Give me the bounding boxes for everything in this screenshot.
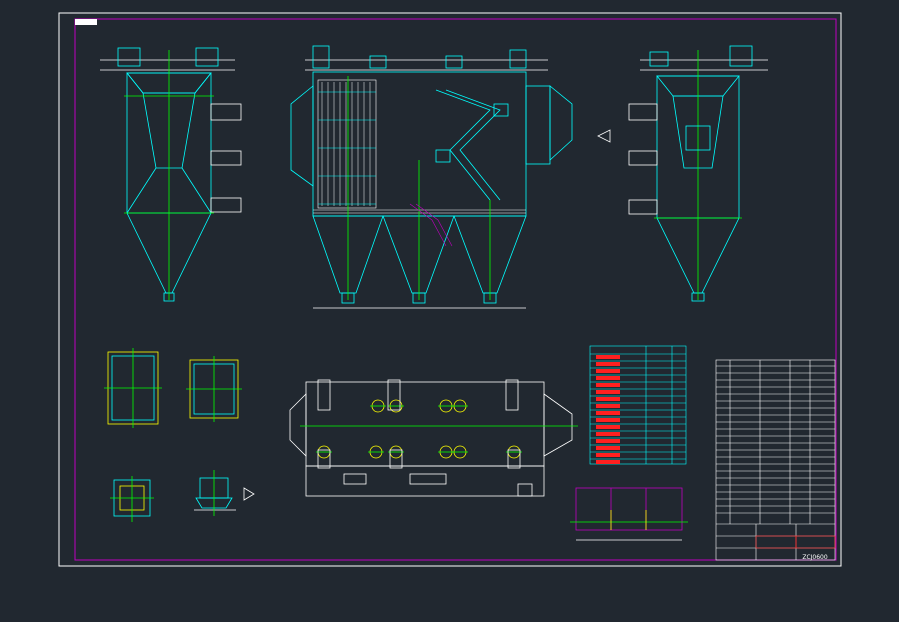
- parts-row-label: [596, 404, 620, 408]
- sheet-tag: [75, 19, 97, 25]
- parts-row-label: [596, 397, 620, 401]
- filter-bag-array: [318, 82, 376, 206]
- parts-row-label: [596, 432, 620, 436]
- parts-row-label: [596, 390, 620, 394]
- parts-row-label: [596, 362, 620, 366]
- drawing-number: ZCJ0600: [802, 554, 828, 561]
- parts-row-label: [596, 383, 620, 387]
- parts-list-table: [589, 345, 687, 465]
- drawing-border: [74, 18, 837, 561]
- left-side-view: [100, 47, 242, 302]
- parts-row-label: [596, 425, 620, 429]
- detail-view-4: [194, 470, 255, 516]
- parts-row-label: [596, 369, 620, 373]
- parts-row-label: [596, 453, 620, 457]
- detail-view-1: [104, 348, 162, 428]
- right-side-view: [628, 45, 768, 302]
- parts-row-label: [596, 439, 620, 443]
- sheet-frame: [58, 12, 842, 567]
- section-view: [570, 487, 688, 541]
- plan-view: [289, 381, 578, 497]
- parts-row-label: [596, 376, 620, 380]
- front-elevation-view: [290, 45, 573, 309]
- parts-row-label: [596, 446, 620, 450]
- detail-view-3: [110, 476, 154, 522]
- parts-row-label: [596, 460, 620, 464]
- scale-cell: [795, 535, 836, 549]
- parts-row-label: [596, 355, 620, 359]
- front-pink-tubes: [409, 203, 453, 247]
- title-block: [715, 359, 836, 561]
- parts-row-label: [596, 411, 620, 415]
- plan-tabs: [317, 379, 533, 497]
- parts-row-label: [596, 418, 620, 422]
- view-arrow-icon: [243, 487, 255, 501]
- datum-triangle-icon: [597, 129, 611, 143]
- detail-view-2: [186, 356, 242, 422]
